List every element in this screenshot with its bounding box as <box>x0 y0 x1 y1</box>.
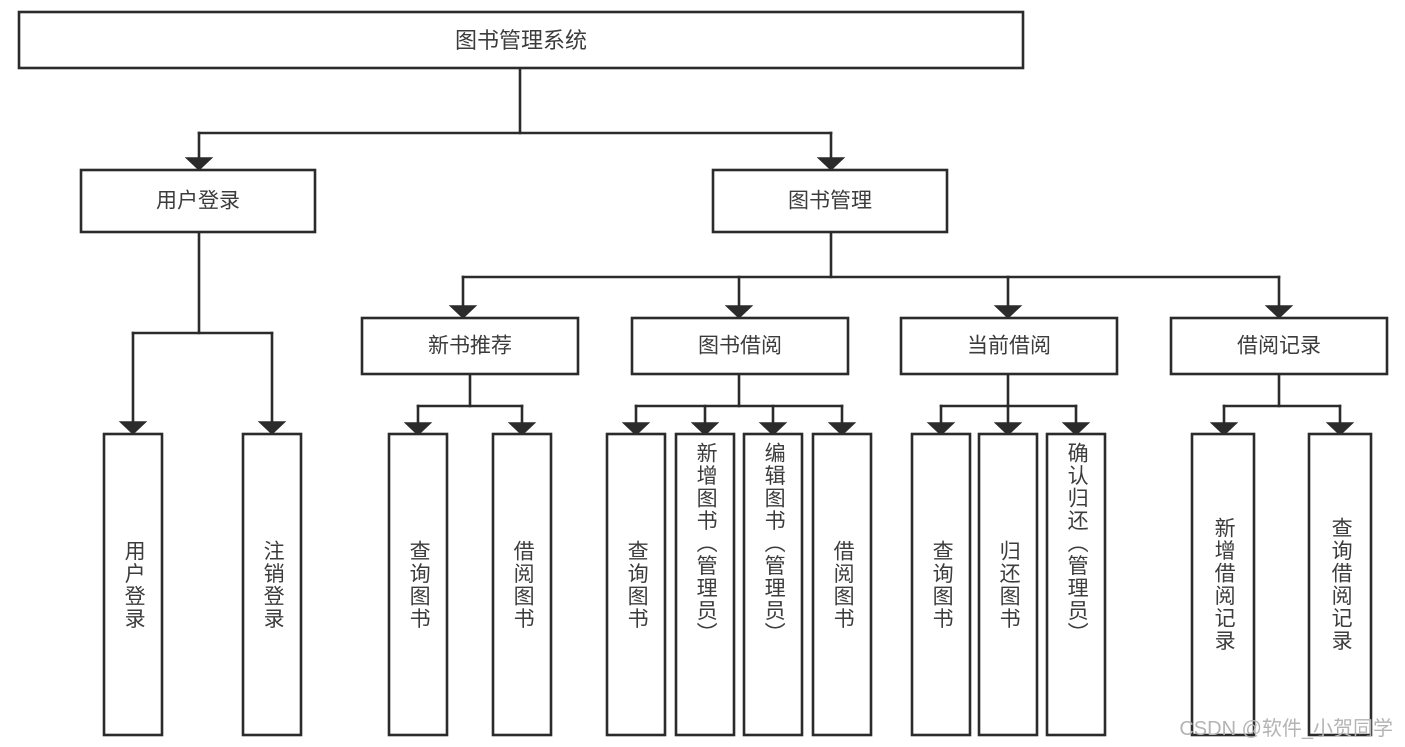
node-borrow-record-box[interactable] <box>1169 316 1389 376</box>
leaf-box-book-borrow-1[interactable] <box>674 432 736 737</box>
node-borrow-record-label: 借阅记录 <box>1237 335 1321 358</box>
node-book-manage-box[interactable] <box>711 168 949 234</box>
leaf-box-book-borrow-0[interactable] <box>605 432 667 737</box>
leaf-box-user-login-1[interactable] <box>241 432 303 737</box>
node-book-manage-label: 图书管理 <box>788 190 872 213</box>
leaf-box-book-borrow-3[interactable] <box>811 432 873 737</box>
leaf-box-current-borrow-1[interactable] <box>977 432 1039 737</box>
connector-group <box>118 66 1355 436</box>
node-current-borrow-box[interactable] <box>899 316 1119 376</box>
leaf-box-group <box>102 432 1373 737</box>
node-book-borrow-box[interactable] <box>630 316 850 376</box>
leaf-box-borrow-record-1[interactable] <box>1307 432 1373 737</box>
node-user-login-box[interactable] <box>79 168 317 234</box>
node-user-login[interactable]: 用户登录 <box>79 168 317 234</box>
node-root-box[interactable] <box>17 10 1025 70</box>
leaf-box-new-book-rec-0[interactable] <box>387 432 449 737</box>
node-new-book-rec-label: 新书推荐 <box>428 335 512 358</box>
node-root[interactable]: 图书管理系统 <box>17 10 1025 70</box>
node-book-manage[interactable]: 图书管理 <box>711 168 949 234</box>
node-user-login-label: 用户登录 <box>156 190 240 213</box>
leaf-box-current-borrow-2[interactable] <box>1045 432 1107 737</box>
node-book-borrow-label: 图书借阅 <box>698 335 782 358</box>
node-new-book-rec-box[interactable] <box>360 316 580 376</box>
node-current-borrow[interactable]: 当前借阅 <box>899 316 1119 376</box>
leaf-box-book-borrow-2[interactable] <box>742 432 804 737</box>
node-root-label: 图书管理系统 <box>455 28 587 53</box>
node-new-book-rec[interactable]: 新书推荐 <box>360 316 580 376</box>
node-current-borrow-label: 当前借阅 <box>967 335 1051 358</box>
leaf-box-user-login-0[interactable] <box>102 432 164 737</box>
node-borrow-record[interactable]: 借阅记录 <box>1169 316 1389 376</box>
leaf-box-borrow-record-0[interactable] <box>1190 432 1256 737</box>
leaf-box-new-book-rec-1[interactable] <box>491 432 553 737</box>
node-book-borrow[interactable]: 图书借阅 <box>630 316 850 376</box>
leaf-box-current-borrow-0[interactable] <box>910 432 972 737</box>
